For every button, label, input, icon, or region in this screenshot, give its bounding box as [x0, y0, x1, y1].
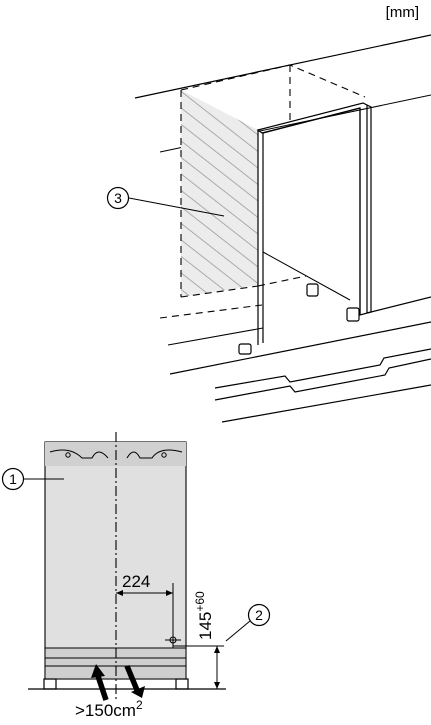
floor-edge-line [170, 322, 431, 374]
niche-outline-floor-back [258, 276, 306, 286]
unit-label: [mm] [386, 4, 419, 21]
dim-145-arrow-top [214, 646, 220, 653]
adjacent-cabinet-base [367, 297, 431, 313]
ventilation-unit-exponent: 2 [136, 698, 143, 712]
niche-outline-top [181, 65, 365, 97]
ventilation-label: >150cm2 [75, 698, 143, 720]
foot-front-right [347, 308, 359, 321]
callout-2-leader [226, 621, 250, 641]
svg-text:145+60: 145+60 [193, 591, 215, 640]
plinth-line-upper [215, 349, 431, 388]
hatched-niche-area [181, 90, 258, 297]
foot-left [44, 679, 56, 689]
dim-145-tolerance: +60 [193, 591, 207, 612]
callout-1-label: 1 [9, 471, 17, 487]
plinth-line-middle [215, 359, 431, 400]
callout-2-label: 2 [255, 607, 263, 623]
plinth-line-lower [222, 385, 431, 422]
ventilation-value: >150cm [75, 701, 136, 720]
foot-right [176, 679, 188, 689]
niche-outline-floor [160, 305, 262, 318]
dim-145-arrow-bottom [214, 682, 220, 689]
dim-145-label: 145 [196, 612, 215, 640]
lower-edge-line [168, 328, 263, 345]
front-view: 224 145+60 >150cm2 1 2 [3, 432, 270, 720]
foot-front-left [239, 344, 251, 354]
foot-back [307, 284, 318, 296]
panel-top-edge [263, 108, 360, 133]
callout-3-label: 3 [114, 190, 122, 206]
dim-145-label-group: 145+60 [193, 591, 215, 640]
dim-224-label: 224 [122, 572, 150, 591]
cabinet-top-panel [258, 103, 371, 315]
perspective-view: 3 [108, 35, 431, 422]
top-edge-line [135, 35, 431, 98]
